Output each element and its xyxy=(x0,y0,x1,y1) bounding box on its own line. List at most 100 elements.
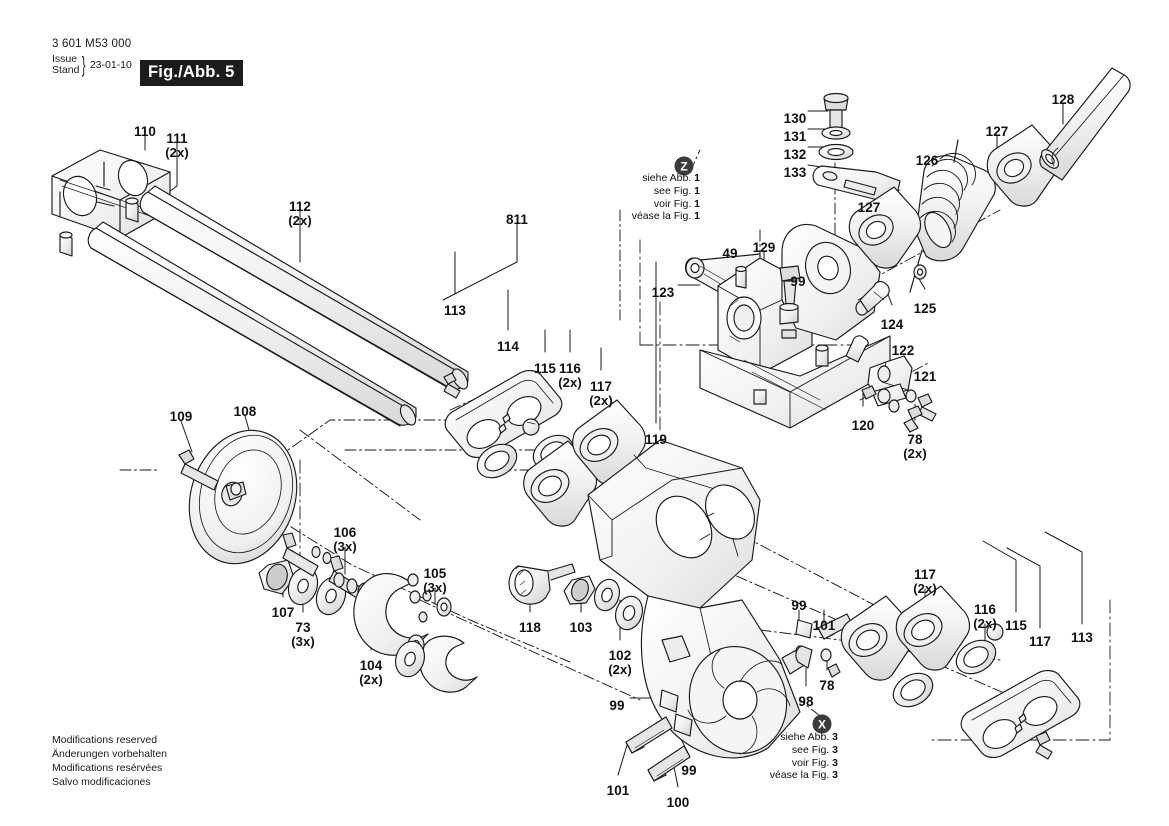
part-callout-123: 123 xyxy=(652,285,675,300)
reference-note-line: voir Fig. 1 xyxy=(632,198,700,211)
part-number: 3 601 M53 000 xyxy=(52,38,132,50)
part-callout-116: 116(2x) xyxy=(973,602,997,632)
part-callout-100: 100 xyxy=(667,795,690,810)
reference-badge-z-icon: Z xyxy=(674,156,694,176)
part-104-brackets xyxy=(353,573,478,693)
part-callout-128: 128 xyxy=(1052,92,1075,107)
part-102-washers xyxy=(593,578,644,631)
reference-note-line: see Fig. 1 xyxy=(632,185,700,198)
part-123-housing xyxy=(684,223,891,429)
part-callout-number: 108 xyxy=(233,404,257,419)
footer-disclaimer: Modifications reserved Änderungen vorbeh… xyxy=(52,734,167,789)
part-callout-number: 110 xyxy=(133,124,157,139)
part-callout-number: 109 xyxy=(169,409,193,424)
part-callout-number: 112 xyxy=(288,199,312,214)
part-callout-number: 98 xyxy=(798,694,814,709)
footer-line-es: Salvo modificaciones xyxy=(52,775,151,788)
part-callout-132: 132 xyxy=(784,147,807,162)
part-callout-number: 133 xyxy=(783,165,807,180)
part-callout-99: 99 xyxy=(791,598,806,613)
part-callout-number: 116 xyxy=(558,361,582,376)
part-callout-121: 121 xyxy=(914,369,937,384)
part-callout-quantity: (2x) xyxy=(608,662,632,678)
part-callout-number: 124 xyxy=(880,317,904,332)
footer-line-en: Modifications reserved xyxy=(52,734,158,746)
part-103-nut xyxy=(563,575,596,605)
part-callout-102: 102(2x) xyxy=(608,648,632,678)
part-callout-78: 78 xyxy=(819,678,834,693)
part-callout-113: 113 xyxy=(1071,630,1093,645)
part-callout-number: 100 xyxy=(666,795,690,810)
part-callout-number: 121 xyxy=(913,369,937,384)
part-callout-quantity: (2x) xyxy=(359,672,383,688)
part-callout-49: 49 xyxy=(722,246,737,261)
reference-note-figure: 3 xyxy=(832,756,838,769)
reference-note-text: siehe Abb. xyxy=(642,172,695,184)
part-callout-number: 101 xyxy=(606,783,630,798)
part-callout-115: 115 xyxy=(1005,618,1027,633)
part-49-129-99 xyxy=(735,265,829,405)
part-callout-number: 111 xyxy=(166,131,188,146)
reference-note-figure: 1 xyxy=(694,210,700,223)
brace-glyph: } xyxy=(82,52,86,78)
part-callout-115: 115 xyxy=(534,361,556,376)
part-callout-99: 99 xyxy=(681,763,696,778)
part-117-bushings xyxy=(523,399,647,527)
reference-note-figure: 1 xyxy=(694,197,700,210)
part-callout-quantity: (2x) xyxy=(903,446,927,462)
issue-stand-labels: Issue Stand xyxy=(52,54,79,76)
part-callout-number: 78 xyxy=(819,678,835,693)
part-callout-number: 114 xyxy=(496,339,520,354)
stand-label: Stand xyxy=(52,64,80,77)
part-callout-131: 131 xyxy=(784,129,807,144)
part-126-spring xyxy=(909,139,996,293)
part-callout-number: 99 xyxy=(791,598,807,613)
reference-note-text: see Fig. xyxy=(791,743,833,756)
part-callout-number: 131 xyxy=(783,129,807,144)
part-callout-number: 127 xyxy=(857,200,881,215)
part-111-pins xyxy=(59,197,139,257)
part-callout-124: 124 xyxy=(881,317,904,332)
part-124-125 xyxy=(859,264,927,313)
parts-130-133 xyxy=(812,92,901,201)
part-104-washer-right xyxy=(394,640,426,678)
part-127-bushings xyxy=(848,124,1060,269)
part-callout-number: 132 xyxy=(783,147,807,162)
part-callout-quantity: (3x) xyxy=(423,580,447,596)
part-callout-number: 117 xyxy=(589,379,613,394)
footer-line-de: Änderungen vorbehalten xyxy=(52,747,168,760)
part-callout-number: 116 xyxy=(973,602,997,617)
part-callout-78: 78(2x) xyxy=(903,432,927,462)
part-115-ball xyxy=(522,418,540,436)
reference-note-line: véase la Fig. 1 xyxy=(632,210,700,223)
part-callout-number: 129 xyxy=(752,240,776,255)
part-callout-number: 103 xyxy=(569,620,593,635)
part-callout-109: 109 xyxy=(170,409,193,424)
part-callout-116: 116(2x) xyxy=(558,361,582,391)
reference-note-text: see Fig. xyxy=(653,184,695,197)
part-callout-120: 120 xyxy=(852,418,875,433)
part-110-handle-block xyxy=(51,149,171,239)
part-callout-99: 99 xyxy=(609,698,624,713)
part-callout-number: 101 xyxy=(812,618,836,633)
part-callout-number: 126 xyxy=(915,153,939,168)
part-callout-117: 117 xyxy=(1029,634,1051,649)
part-callout-127: 127 xyxy=(858,200,881,215)
part-callout-quantity: (2x) xyxy=(558,375,582,391)
part-callout-number: 73 xyxy=(295,620,311,635)
part-callout-108: 108 xyxy=(234,404,257,419)
part-callout-133: 133 xyxy=(784,165,807,180)
part-113-screw xyxy=(443,372,461,399)
part-callout-106: 106(3x) xyxy=(333,525,357,555)
part-callout-number: 130 xyxy=(783,111,807,126)
part-callout-quantity: (3x) xyxy=(333,539,357,555)
parts-120-122 xyxy=(845,335,937,433)
part-callout-122: 122 xyxy=(892,343,915,358)
figure-badge: Fig./Abb. 5 xyxy=(140,60,243,86)
part-callout-119: 119 xyxy=(645,432,667,447)
part-callout-number: 127 xyxy=(985,124,1009,139)
part-callout-number: 811 xyxy=(505,212,529,227)
part-callout-number: 123 xyxy=(651,285,675,300)
part-callout-number: 120 xyxy=(851,418,875,433)
part-callout-quantity: (3x) xyxy=(291,634,315,650)
